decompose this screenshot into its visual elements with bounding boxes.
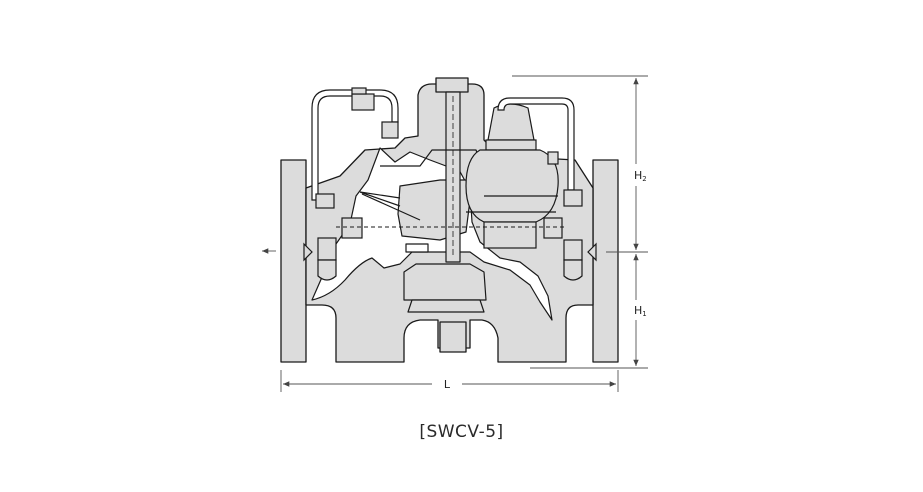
ball-valve: [351, 93, 375, 111]
right-tube: [497, 97, 575, 191]
pilot-bonnet-nut: [485, 139, 537, 151]
right-drain-cap: [563, 259, 583, 281]
left-pressure-tap: [303, 242, 313, 262]
left-lower-fitting: [317, 237, 337, 261]
top-cap: [435, 77, 469, 93]
pilot-valve: [465, 103, 559, 249]
pilot-spring-housing: [487, 103, 535, 141]
cutaway-section: [311, 91, 553, 321]
right-lower-fitting: [563, 239, 583, 261]
valve-plug: [405, 243, 429, 253]
control-tubing: [303, 87, 597, 281]
length-label: L: [444, 378, 451, 391]
left-strainer: [315, 193, 335, 209]
internal-seat: [403, 263, 487, 301]
left-flange: [280, 159, 307, 363]
right-pressure-tap: [587, 242, 597, 262]
left-drain-cap: [317, 259, 337, 281]
ball-valve-handle: [351, 87, 367, 95]
height-lower-label: H1: [634, 304, 647, 318]
pilot-fitting-top: [547, 151, 559, 165]
model-caption: [SWCV-5]: [419, 422, 504, 442]
pilot-bottom: [483, 221, 537, 249]
left-upper-fitting: [381, 121, 399, 139]
right-flange: [592, 159, 619, 363]
inner-pilot-line: [359, 191, 421, 221]
bottom-cap: [439, 321, 467, 353]
height-upper-label: H2: [634, 169, 647, 183]
dimension-lines: [262, 75, 648, 392]
right-strainer: [563, 189, 583, 207]
pilot-body: [465, 149, 559, 223]
seat-base: [407, 299, 485, 313]
left-needle-valve: [341, 217, 363, 239]
right-needle-valve: [543, 217, 563, 239]
